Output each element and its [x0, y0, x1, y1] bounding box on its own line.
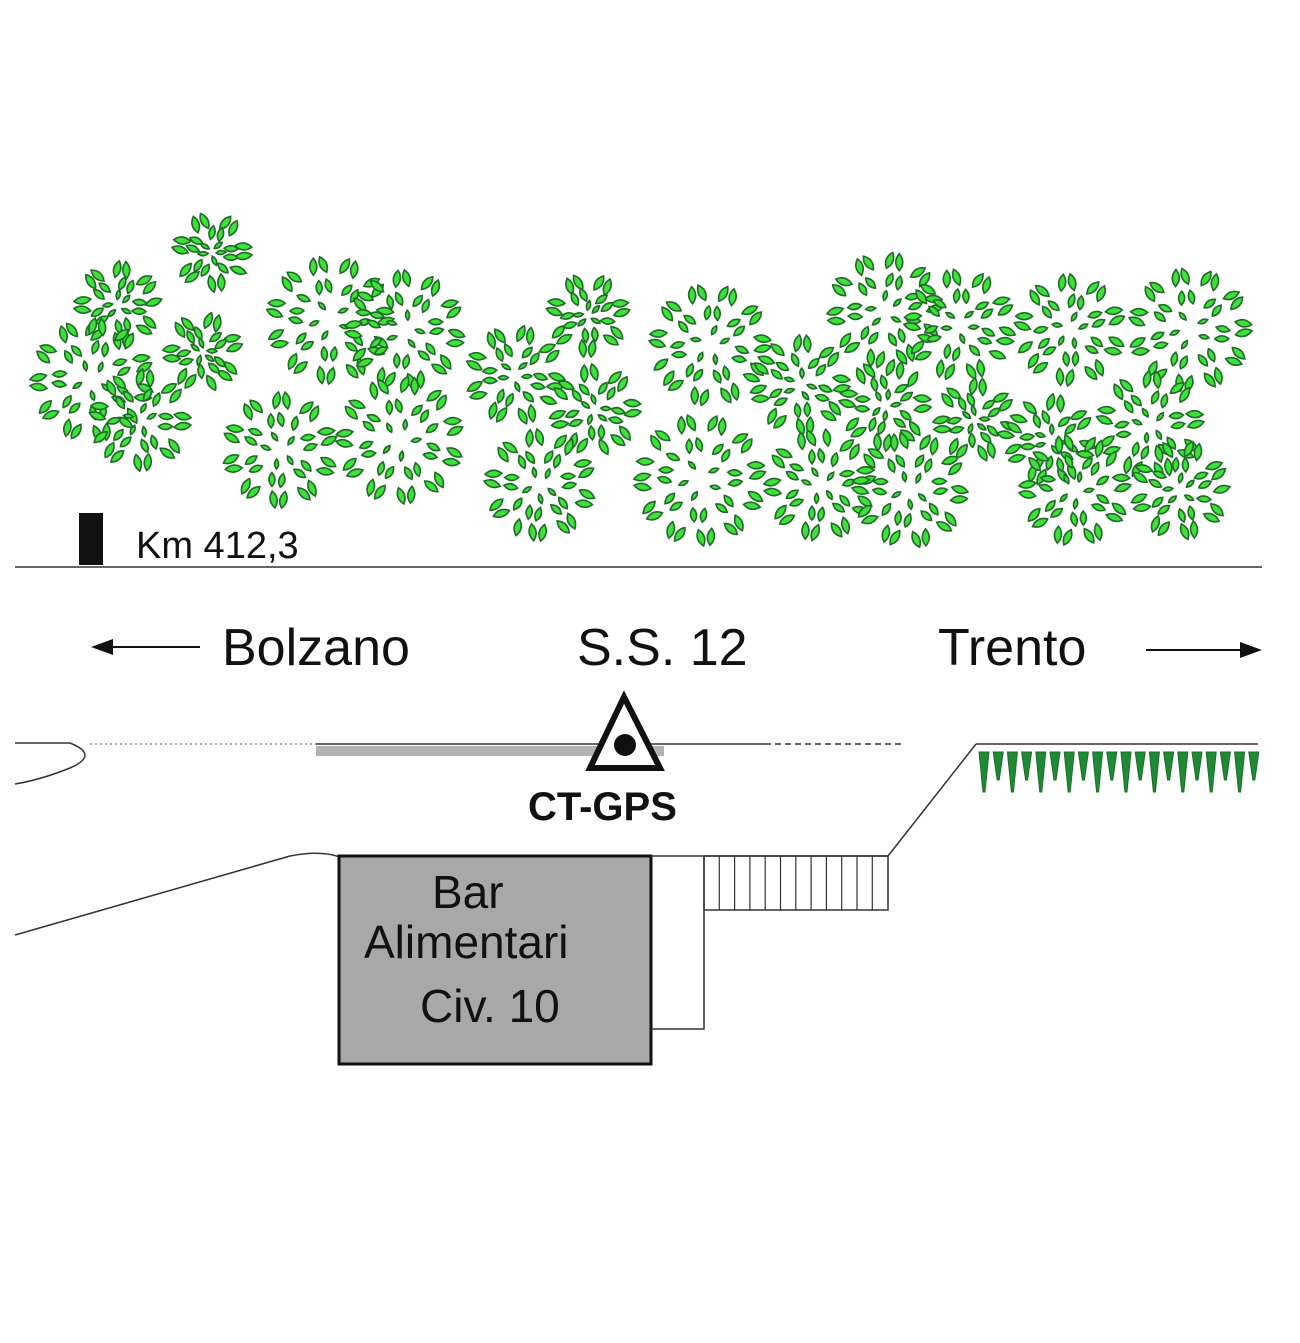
tree-canopy-icon [265, 255, 396, 386]
road-edge-lower [14, 852, 341, 936]
road-shoulder-strip [316, 746, 664, 756]
hedge-plant-icon [1049, 751, 1061, 781]
direction-right-label: Trento [938, 619, 1086, 677]
tree-canopy-icon [1017, 433, 1133, 547]
tree-canopy-icon [161, 311, 244, 392]
hedge-plant-icon [1163, 751, 1175, 781]
building-annex [651, 855, 888, 1030]
tree-canopy-icon [1128, 267, 1254, 394]
hedge-plant-icon [1106, 751, 1118, 781]
hedge-plant-icon [1219, 751, 1231, 781]
km-marker-label: Km 412,3 [136, 525, 299, 567]
tree-canopy-icon [1130, 440, 1232, 541]
tree-canopy-icon [343, 268, 466, 391]
hedge-plant-icon [1035, 751, 1047, 793]
arrow-right-icon [1146, 642, 1262, 658]
tree-canopy-icon [931, 376, 1018, 462]
building-label-line1: Bar [432, 866, 504, 918]
hedge-row [978, 751, 1260, 793]
hedge-plant-icon [1234, 751, 1246, 793]
tree-canopy-icon [647, 283, 773, 407]
tree-canopy-icon [465, 324, 567, 425]
tree-canopy-icon [545, 274, 632, 359]
hedge-plant-icon [1063, 751, 1075, 793]
hedge-plant-icon [1148, 751, 1160, 793]
hedge-plant-icon [1205, 751, 1217, 793]
staircase [703, 855, 889, 911]
tree-canopy-icon [222, 390, 338, 510]
hedge-plant-icon [1092, 751, 1104, 793]
station-label: CT-GPS [528, 785, 677, 829]
tree-canopy-icon [482, 427, 596, 543]
tree-canopy-icon [632, 414, 767, 548]
road-name-label: S.S. 12 [577, 619, 748, 677]
hedge-plant-icon [1134, 751, 1146, 781]
tree-canopy-icon [902, 268, 1017, 381]
tree-canopy-icon [548, 362, 643, 456]
building-bar-alimentari [337, 854, 653, 1066]
tree-canopy-icon [334, 375, 464, 506]
hedge-plant-icon [1021, 751, 1033, 781]
tree-canopy-icon [825, 251, 945, 369]
building-label-line3: Civ. 10 [420, 980, 560, 1032]
tree-canopy-icon [850, 431, 970, 549]
direction-left-label: Bolzano [222, 619, 410, 677]
tree-canopy-icon [88, 367, 193, 473]
tree-canopy-icon [837, 358, 933, 453]
hedge-plant-icon [1077, 751, 1089, 781]
hedge-plant-icon [1177, 751, 1189, 793]
tree-canopy-icon [762, 427, 877, 542]
hedge-plant-icon [1006, 751, 1018, 793]
hedge-plant-icon [1191, 751, 1203, 781]
triangle-benchmark-icon [585, 690, 665, 771]
tree-canopy-icon [170, 212, 254, 294]
embankment-right [887, 743, 1258, 857]
tree-canopy-icon [1013, 272, 1126, 388]
tree-canopy-icon [749, 333, 852, 437]
tree-canopy-icon [1004, 392, 1097, 486]
hedge-plant-icon [1120, 751, 1132, 793]
hedge-plant-icon [992, 751, 1004, 781]
arrow-left-icon [91, 639, 200, 655]
kilometer-post-icon [79, 513, 103, 565]
hedge-plant-icon [1248, 751, 1260, 781]
road-edge-upper [14, 742, 905, 785]
building-label-line2: Alimentari [364, 916, 569, 968]
hedge-plant-icon [978, 751, 990, 793]
tree-canopy-group [28, 212, 1254, 549]
